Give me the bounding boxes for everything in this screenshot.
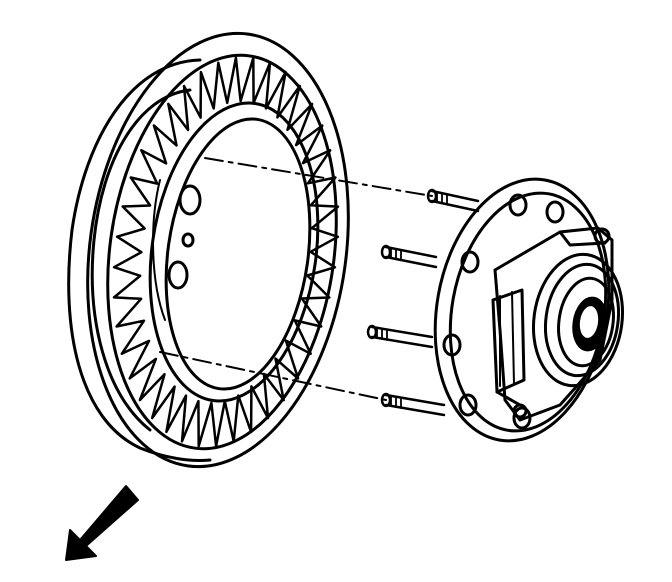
vent-fin-zigzag <box>112 56 340 448</box>
brake-rotor <box>67 31 350 469</box>
wheel-stud <box>380 244 438 269</box>
arrow-down-left-icon <box>65 485 139 561</box>
hub-lug-hole <box>460 250 480 274</box>
hub-lug-hole <box>545 200 565 224</box>
bearing-outer-race <box>531 252 625 388</box>
hub-bearing-assembly <box>433 177 625 443</box>
rotor-locating-hole <box>181 232 195 248</box>
wheel-studs <box>366 188 480 417</box>
rotor-ventilation-fins <box>112 56 340 448</box>
wheel-stud <box>380 392 446 417</box>
wheel-stud <box>426 188 480 213</box>
rotor-outer-edge <box>86 31 350 469</box>
bracket-bolt <box>593 227 611 245</box>
bearing-mount-bracket <box>493 226 614 422</box>
hub-lug-hole <box>458 393 478 417</box>
hub-lug-hole <box>442 333 462 357</box>
alignment-lines <box>159 157 433 401</box>
rotor-hat-hole <box>167 260 189 290</box>
rotor-hat-hole <box>178 184 202 216</box>
hub-lug-hole <box>512 406 532 430</box>
wheel-stud <box>366 324 434 349</box>
hub-lug-hole <box>508 193 528 217</box>
